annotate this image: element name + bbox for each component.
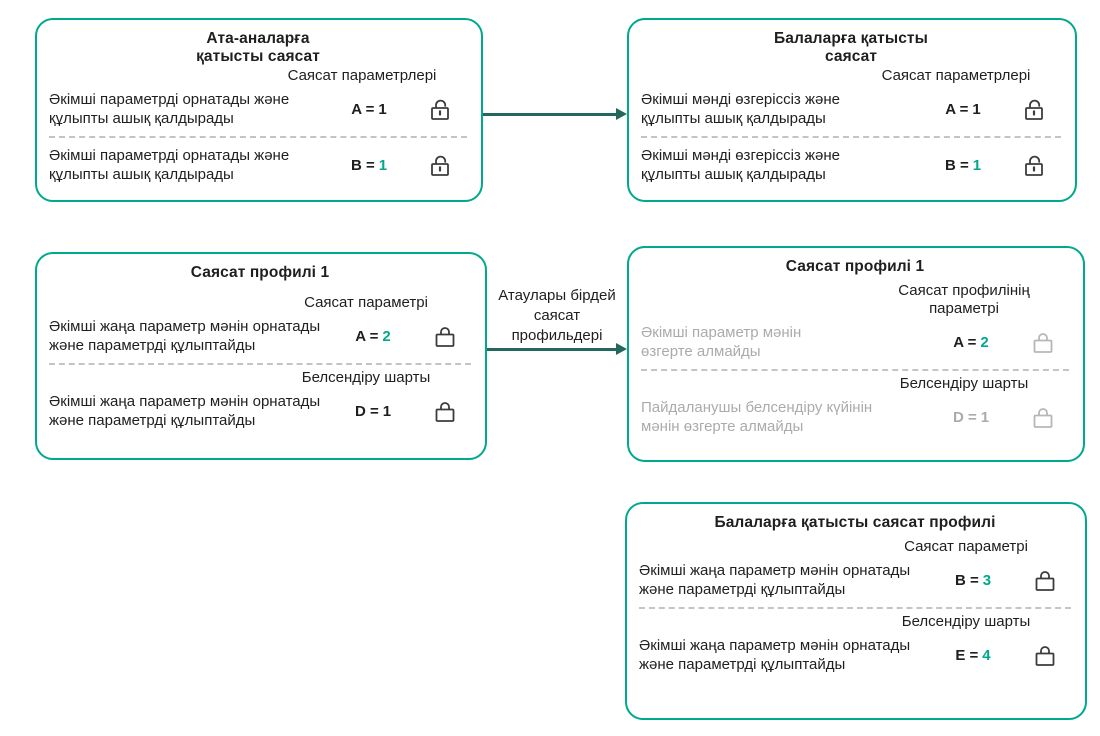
policy-profile-box-source: Саясат профилі 1 Саясат параметрі Әкімші… [35,252,487,460]
setting-row: Әкімші параметрді орнатады және құлыпты … [49,146,467,184]
setting-value: A =2 [925,334,1017,351]
section-label: Саясат параметрлері [287,67,437,84]
policy-box-parents: Ата-аналарға қатысты саясат Саясат парам… [35,18,483,202]
section-label: Белсендіру шарты [301,369,431,386]
value-name: A = [945,100,969,118]
setting-value: D =1 [327,403,419,420]
setting-value: A =1 [323,101,415,118]
setting-value: D =1 [925,409,1017,426]
setting-row: Әкімші жаңа параметр мәнін орнатады және… [49,317,471,355]
inheritance-arrow-middle [487,343,627,355]
setting-description: Пайдаланушы белсендіру күйінін мәнін өзг… [641,399,873,435]
setting-description: Әкімші мәнді өзгеріссіз және құлыпты ашы… [641,147,840,183]
section-label: Саясат параметрлері [881,67,1031,84]
dashed-divider [49,136,467,138]
policy-profile-box-children: Балаларға қатысты саясат профилі Саясат … [625,502,1087,720]
section-label: Белсендіру шарты [899,375,1029,392]
setting-description: Әкімші мәнді өзгеріссіз және құлыпты ашы… [641,91,840,127]
dashed-divider [641,369,1069,371]
closed-lock-icon [1017,405,1069,429]
open-lock-icon [415,153,467,177]
box-title: Балаларға қатысты саясат [774,30,928,65]
closed-lock-icon [419,399,471,423]
value-number: 4 [982,646,991,664]
section-label: Саясат параметрі [904,538,1028,555]
value-name: E = [955,646,979,664]
value-name: D = [952,408,977,426]
open-lock-icon [1009,153,1061,177]
open-lock-icon [415,97,467,121]
box-title: Балаларға қатысты саясат профилі [714,514,996,531]
dashed-divider [639,607,1071,609]
setting-description: Әкімші параметрді орнатады және құлыпты … [49,147,290,183]
section-label: Саясат профилінің параметрі [898,282,1030,317]
value-number: 3 [982,571,992,589]
setting-row: Әкімші жаңа параметр мәнін орнатады және… [639,636,1071,674]
value-number: 1 [972,100,981,118]
setting-row: Әкімші жаңа параметр мәнін орнатады және… [49,392,471,430]
value-name: B = [944,156,969,174]
value-number: 2 [382,327,391,345]
value-number: 1 [378,156,388,174]
setting-row: Әкімші параметрді орнатады және құлыпты … [49,90,467,128]
setting-value: A =2 [327,328,419,345]
box-title: Ата-аналарға қатысты саясат [196,30,320,65]
dashed-divider [49,363,471,365]
value-number: 1 [382,402,392,420]
setting-row: Әкімші жаңа параметр мәнін орнатады және… [639,561,1071,599]
closed-lock-icon [1017,330,1069,354]
inheritance-arrow-top [483,108,627,120]
policy-box-children: Балаларға қатысты саясат Саясат параметр… [627,18,1077,202]
setting-value: B =1 [917,157,1009,174]
setting-row: Әкімші мәнді өзгеріссіз және құлыпты ашы… [641,146,1061,184]
open-lock-icon [1009,97,1061,121]
dashed-divider [641,136,1061,138]
arrow-label: Атаулары бірдей саясат профильдері [498,287,616,344]
setting-description: Әкімші жаңа параметр мәнін орнатады және… [49,318,321,354]
value-name: A = [953,333,977,351]
section-label: Саясат параметрі [304,294,428,311]
value-name: B = [954,571,979,589]
closed-lock-icon [1019,568,1071,592]
setting-value: A =1 [917,101,1009,118]
value-number: 1 [980,408,990,426]
box-title: Саясат профилі 1 [785,258,925,275]
value-name: D = [354,402,379,420]
setting-value: B =1 [323,157,415,174]
value-name: A = [355,327,379,345]
value-number: 2 [980,333,989,351]
setting-description: Әкімші жаңа параметр мәнін орнатады және… [639,637,911,673]
value-number: 1 [378,100,387,118]
box-title: Саясат профилі 1 [190,264,330,281]
setting-row: Әкімші мәнді өзгеріссіз және құлыпты ашы… [641,90,1061,128]
value-number: 1 [972,156,982,174]
value-name: B = [350,156,375,174]
setting-value: B =3 [927,572,1019,589]
section-label: Белсендіру шарты [901,613,1031,630]
setting-row: Пайдаланушы белсендіру күйінін мәнін өзг… [641,398,1069,436]
policy-profile-box-inherited: Саясат профилі 1 Саясат профилінің парам… [627,246,1085,462]
setting-description: Әкімші параметр мәнін өзгерте алмайды [641,324,802,360]
closed-lock-icon [1019,643,1071,667]
setting-description: Әкімші параметрді орнатады және құлыпты … [49,91,290,127]
value-name: A = [351,100,375,118]
closed-lock-icon [419,324,471,348]
setting-description: Әкімші жаңа параметр мәнін орнатады және… [639,562,911,598]
setting-description: Әкімші жаңа параметр мәнін орнатады және… [49,393,321,429]
setting-value: E =4 [927,647,1019,664]
setting-row: Әкімші параметр мәнін өзгерте алмайды A … [641,323,1069,361]
